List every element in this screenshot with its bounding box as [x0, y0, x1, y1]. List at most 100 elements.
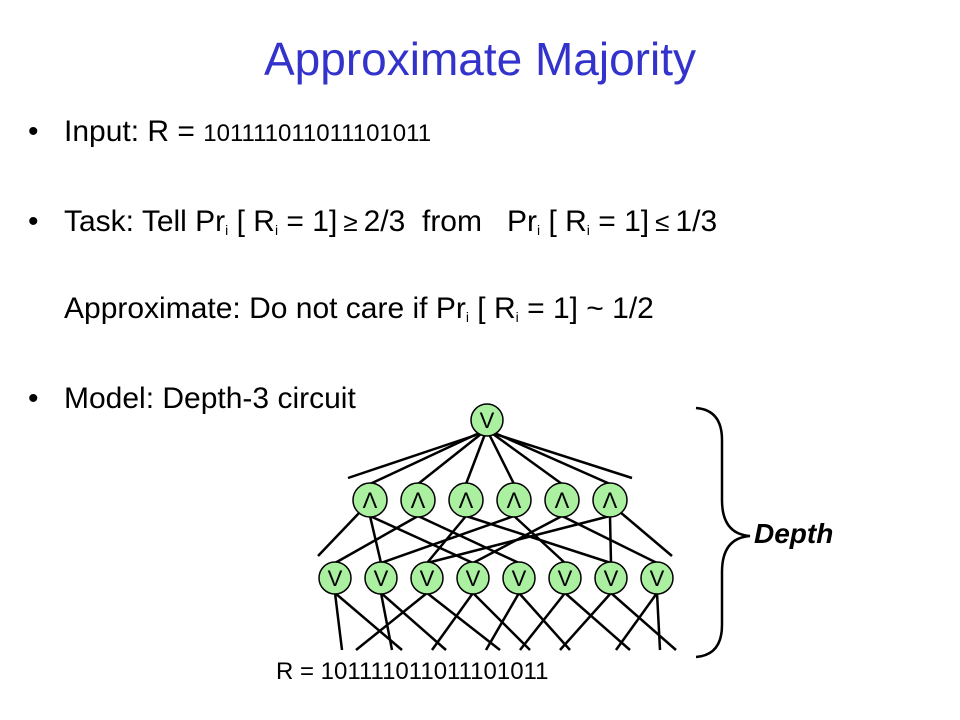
and-gate-3-shape	[448, 482, 484, 518]
or-gate-bottom-6-shape	[548, 561, 582, 595]
wire-top-mid	[492, 432, 563, 486]
task-close-2: = 1]	[589, 205, 650, 238]
wire-bot-input	[484, 592, 521, 651]
ge-symbol: ≥	[343, 207, 358, 237]
le-symbol: ≤	[655, 207, 670, 237]
input-label: Input: R =	[64, 115, 204, 148]
model-text: Model: Depth-3 circuit	[64, 382, 356, 415]
or-gate-bottom-8-symbol: V	[650, 566, 665, 591]
wire-mid-bot	[608, 515, 613, 564]
or-gate-bottom-6-symbol: V	[558, 566, 573, 591]
or-gate-bottom-4-symbol: V	[466, 566, 481, 591]
approx-sub-1: i	[465, 309, 469, 325]
wire-top-mid	[369, 432, 478, 486]
wire-bot-input	[379, 592, 394, 651]
or-gate-bottom-3: V	[410, 561, 444, 595]
and-gate-3: Λ	[448, 482, 484, 518]
and-gate-1-symbol: Λ	[363, 488, 378, 513]
approx-suffix: = 1] ~ 1/2	[518, 292, 654, 325]
and-gate-1: Λ	[352, 482, 388, 518]
task-close-1: = 1]	[278, 205, 338, 238]
task-prefix: Task: Tell Pr	[64, 205, 226, 238]
and-gate-6-shape	[592, 482, 628, 518]
task-sub-1: i	[225, 222, 229, 238]
and-gate-5-symbol: Λ	[555, 488, 570, 513]
wire-bot-input	[519, 592, 566, 651]
and-gate-4: Λ	[496, 482, 532, 518]
ge-value: 2/3	[363, 205, 406, 238]
wire-bot-input	[559, 592, 612, 651]
or-gate-top-shape	[470, 403, 504, 437]
bullet-task: •Task: Tell Pri [ Ri = 1]≥2/3 from Task:…	[28, 205, 718, 238]
approx-line: Approximate: Do not care if Pri [ Ri = 1…	[64, 292, 654, 326]
or-gate-bottom-2-shape	[364, 561, 398, 595]
or-gate-bottom-4-shape	[456, 561, 490, 595]
or-gate-top-symbol: V	[480, 408, 495, 433]
wire-bot-input	[564, 592, 631, 651]
or-gate-bottom-8: V	[640, 561, 674, 595]
or-gate-top: V	[470, 403, 504, 437]
or-gate-bottom-3-shape	[410, 561, 444, 595]
wire-top-mid	[487, 433, 516, 485]
or-gate-bottom-3-symbol: V	[420, 566, 435, 591]
wire-bot-input	[333, 592, 344, 651]
or-gate-bottom-1: V	[318, 561, 352, 595]
or-gate-bottom-5-symbol: V	[512, 566, 527, 591]
depth-brace	[695, 406, 751, 659]
task-sub-3: i	[537, 222, 541, 238]
approx-sub-2: i	[515, 309, 519, 325]
approx-open: [ R	[468, 292, 516, 325]
and-gate-5-shape	[544, 482, 580, 518]
task-sub-4: i	[586, 222, 590, 238]
le-value: 1/3	[675, 205, 718, 238]
circuit-wires	[317, 432, 677, 651]
wire-mid-bot	[417, 514, 520, 565]
r-label: R = 101111011011101011	[276, 658, 549, 685]
and-gate-5: Λ	[544, 482, 580, 518]
and-gate-2-symbol: Λ	[411, 488, 426, 513]
wire-mid-bot	[426, 514, 611, 565]
wire-bot-input	[430, 592, 475, 651]
wire-mid-bot	[513, 515, 566, 564]
and-gate-6-symbol: Λ	[603, 488, 618, 513]
task-open-1: [ R	[228, 205, 275, 238]
or-gate-bottom-5: V	[502, 561, 536, 595]
or-gate-bottom-4: V	[456, 561, 490, 595]
wire-bot-input	[426, 592, 501, 651]
wire-bot-input	[610, 592, 677, 651]
task-sub-2: i	[274, 222, 279, 238]
or-gate-bottom-1-symbol: V	[328, 566, 343, 591]
or-gate-bottom-7-symbol: V	[604, 566, 619, 591]
and-gate-4-shape	[496, 482, 532, 518]
wire-mid-bot	[334, 514, 419, 565]
wire-mid-outer-right	[619, 511, 673, 557]
depth-label: Depth	[754, 518, 834, 549]
and-gate-2: Λ	[400, 482, 436, 518]
wire-top-outer-left	[347, 432, 480, 480]
wire-top-outer-right	[494, 432, 633, 480]
wire-top-mid	[464, 433, 487, 485]
and-gate-6: Λ	[592, 482, 628, 518]
circuit-gates: V Λ Λ Λ Λ Λ Λ V V V V V V V V	[318, 403, 674, 595]
and-gate-2-shape	[400, 482, 436, 518]
wire-bot-input	[614, 592, 659, 651]
or-gate-bottom-6: V	[548, 561, 582, 595]
wire-bot-input	[518, 592, 571, 651]
wire-mid-bot	[380, 514, 515, 565]
or-gate-bottom-8-shape	[640, 561, 674, 595]
or-gate-bottom-7: V	[594, 561, 628, 595]
or-gate-bottom-2: V	[364, 561, 398, 595]
and-gate-3-symbol: Λ	[459, 488, 474, 513]
and-gate-4-symbol: Λ	[507, 488, 522, 513]
and-gate-1-shape	[352, 482, 388, 518]
task-open-2: [ R	[540, 205, 587, 238]
bullet-model: •Model: Depth-3 circuit	[28, 382, 356, 415]
wire-bot-input	[380, 592, 447, 651]
or-gate-bottom-2-symbol: V	[374, 566, 389, 591]
or-gate-bottom-1-shape	[318, 561, 352, 595]
approx-prefix: Approximate: Do not care if Pr	[64, 292, 466, 325]
task-pr-2: Pr	[507, 205, 537, 238]
input-bits: 101111011011101011	[203, 120, 432, 147]
wire-top-mid	[417, 433, 482, 485]
